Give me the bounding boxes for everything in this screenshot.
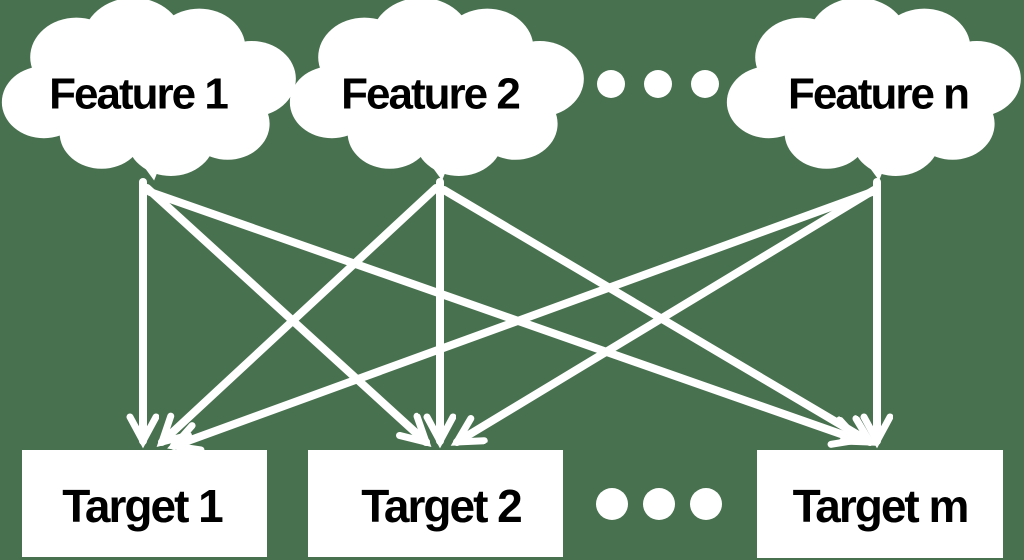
feature-label-2: Feature 2: [341, 70, 519, 119]
arrow-feature1-target2: [143, 184, 426, 442]
arrow-featuren-target2: [457, 186, 878, 446]
arrow-feature2-targetm: [440, 186, 870, 446]
feature-label-1: Feature 1: [49, 70, 228, 119]
target-label-m: Target m: [793, 480, 968, 532]
feature-label-n: Feature n: [788, 70, 968, 119]
target-layer: [22, 450, 1003, 558]
top-ellipsis-dot: [691, 70, 719, 98]
top-ellipsis-dot: [597, 70, 625, 98]
bottom-ellipsis-dot: [643, 488, 675, 520]
label-layer: Feature 1 Feature 2 Feature n Target 1 T…: [49, 70, 970, 533]
target-label-2: Target 2: [361, 480, 521, 532]
arrow-feature1-targetm: [146, 188, 858, 440]
arrow-feature2-target1: [162, 184, 440, 442]
bottom-ellipsis: [596, 488, 722, 520]
bottom-ellipsis-dot: [596, 488, 628, 520]
target-box-m: [757, 450, 1003, 558]
target-box-2: [308, 450, 563, 557]
top-ellipsis: [597, 70, 719, 98]
bottom-ellipsis-dot: [690, 488, 722, 520]
target-label-1: Target 1: [62, 480, 223, 532]
edge-layer: [143, 178, 878, 446]
top-ellipsis-dot: [644, 70, 672, 98]
arrow-featuren-target1: [174, 188, 876, 446]
target-box-1: [22, 450, 267, 557]
